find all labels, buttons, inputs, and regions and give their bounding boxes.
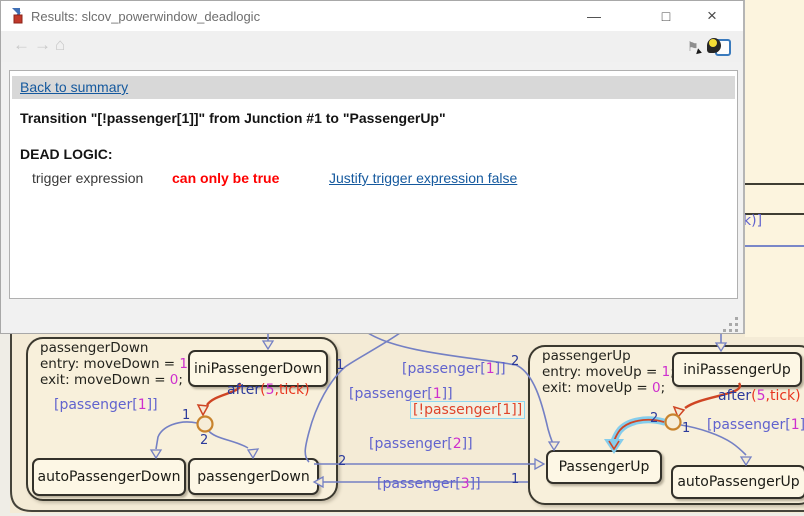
transition-number[interactable]: 1 bbox=[182, 408, 191, 423]
highlight-in-model-icon[interactable] bbox=[707, 37, 731, 57]
state-entry-action: entry: moveUp = 1; bbox=[542, 364, 675, 380]
titlebar[interactable]: Results: slcov_powerwindow_deadlogic — □… bbox=[1, 1, 743, 31]
state-iniPassengerUp[interactable]: iniPassengerUp bbox=[672, 352, 802, 387]
transition-number[interactable]: 1 bbox=[682, 421, 691, 436]
state-title: passengerDown bbox=[40, 340, 149, 356]
label-not-passenger1-dead-logic[interactable]: [!passenger[1]] bbox=[410, 401, 526, 419]
minimize-button[interactable]: — bbox=[587, 8, 601, 24]
window-title: Results: slcov_powerwindow_deadlogic bbox=[31, 9, 261, 24]
forward-icon[interactable]: → bbox=[34, 35, 51, 54]
state-autoPassengerDown[interactable]: autoPassengerDown bbox=[32, 458, 186, 496]
back-to-summary-link[interactable]: Back to summary bbox=[20, 79, 129, 95]
state-PassengerUp[interactable]: PassengerUp bbox=[546, 450, 662, 484]
chart-canvas-right-strip: k)] bbox=[743, 0, 804, 337]
summary-bar: Back to summary bbox=[12, 76, 735, 99]
state-exit-action: exit: moveUp = 0; bbox=[542, 380, 666, 396]
resize-grip[interactable] bbox=[721, 316, 741, 334]
coverage-results-icon bbox=[12, 8, 23, 24]
label-passenger2[interactable]: [passenger[2]] bbox=[369, 436, 473, 452]
finding-status: can only be true bbox=[172, 170, 280, 186]
transition-number[interactable]: 2 bbox=[338, 454, 347, 469]
transition-line[interactable] bbox=[745, 245, 804, 247]
canvas-margin bbox=[0, 333, 10, 516]
state-title: passengerUp bbox=[542, 348, 631, 364]
label-passenger3[interactable]: [passenger[3]] bbox=[377, 476, 481, 492]
transition-number[interactable]: 2 bbox=[511, 354, 520, 369]
label-passenger1-left[interactable]: [passenger[1]] bbox=[54, 397, 158, 413]
finding-label: trigger expression bbox=[32, 170, 144, 186]
state-boundary-line bbox=[745, 183, 804, 185]
transition-number[interactable]: 2 bbox=[200, 433, 209, 448]
justify-link-wrap: Justify trigger expression false bbox=[329, 170, 517, 186]
label-after-left[interactable]: after(5,tick) bbox=[227, 382, 310, 398]
justify-trigger-link[interactable]: Justify trigger expression false bbox=[329, 170, 518, 186]
label-after-right[interactable]: after(5,tick) bbox=[718, 388, 801, 404]
flag-arrow-icon bbox=[696, 48, 703, 56]
back-icon[interactable]: ← bbox=[13, 35, 30, 54]
state-passengerDown[interactable]: passengerDown bbox=[188, 458, 319, 495]
glow-glyph bbox=[709, 39, 717, 47]
transition-heading: Transition "[!passenger[1]]" from Juncti… bbox=[20, 110, 446, 126]
transition-number[interactable]: 2 bbox=[650, 411, 659, 426]
report-toolbar: ← → ⌂ ⚑ bbox=[1, 31, 743, 62]
report-content: Back to summary Transition "[!passenger[… bbox=[9, 70, 738, 299]
state-boundary-line bbox=[745, 213, 804, 215]
partial-transition-label[interactable]: k)] bbox=[743, 213, 763, 229]
state-entry-action: entry: moveDown = 1; bbox=[40, 356, 193, 372]
label-passenger1-right[interactable]: [passenger[1]] bbox=[707, 417, 804, 433]
home-icon[interactable]: ⌂ bbox=[55, 35, 66, 54]
transition-number[interactable]: 1 bbox=[336, 358, 345, 373]
dead-logic-section-title: DEAD LOGIC: bbox=[20, 146, 113, 162]
canvas-margin bbox=[0, 513, 804, 516]
close-button[interactable]: × bbox=[707, 6, 717, 25]
results-window: Results: slcov_powerwindow_deadlogic — □… bbox=[0, 0, 745, 334]
label-passenger1-mid[interactable]: [passenger[1]] bbox=[349, 386, 453, 402]
state-exit-action: exit: moveDown = 0; bbox=[40, 372, 183, 388]
transition-number[interactable]: 1 bbox=[511, 472, 520, 487]
state-autoPassengerUp[interactable]: autoPassengerUp bbox=[671, 465, 804, 499]
label-passenger1-upper[interactable]: [passenger[1]] bbox=[402, 361, 506, 377]
flag-icon[interactable]: ⚑ bbox=[687, 39, 699, 54]
maximize-button[interactable]: □ bbox=[661, 8, 671, 24]
